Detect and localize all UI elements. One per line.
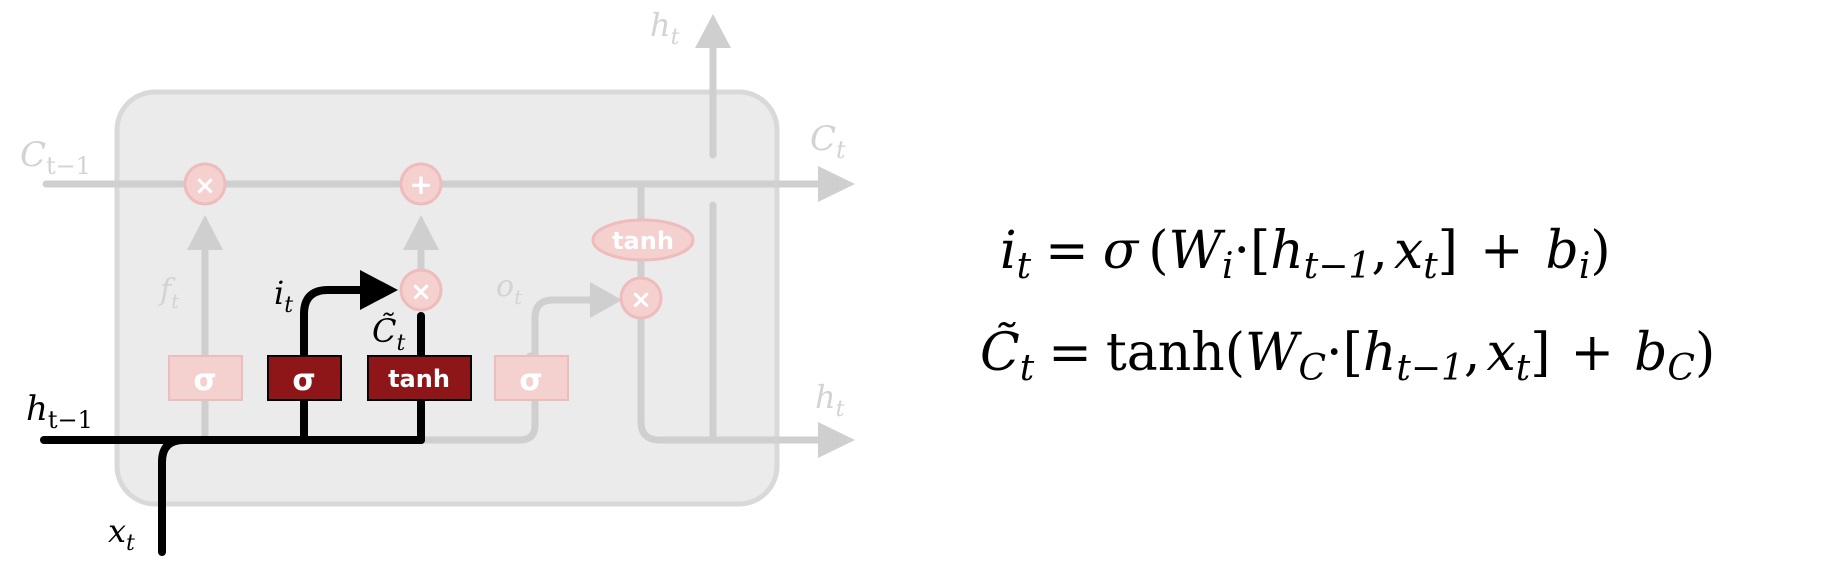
svg-text:tanh: tanh <box>612 227 674 255</box>
active-labels: ht−1 xt it C̃t <box>26 274 405 556</box>
faded-arrowheads <box>187 14 855 458</box>
cell-tanh-op: tanh <box>591 218 695 262</box>
c-tilde-label: C̃ <box>372 312 396 350</box>
candidate-gate: tanh <box>367 355 472 401</box>
svg-text:Ct−1: Ct−1 <box>20 135 91 180</box>
svg-text:σ: σ <box>292 363 315 398</box>
svg-text:ht−1: ht−1 <box>26 389 93 434</box>
svg-text:ht: ht <box>815 378 845 422</box>
output-multiply-op: × <box>619 276 663 320</box>
equation-input-gate: it=σ(Wi·[ht−1,xt]+bi) <box>1000 221 1611 287</box>
svg-text:Ct: Ct <box>810 119 846 164</box>
c-out-label: C <box>810 119 836 159</box>
h-prev-label: h <box>26 389 48 429</box>
svg-text:C̃t: C̃t <box>372 312 405 356</box>
h-right-label: h <box>815 378 836 416</box>
svg-text:+: + <box>409 168 432 201</box>
svg-text:ht: ht <box>650 6 680 50</box>
svg-text:xt: xt <box>108 512 135 556</box>
equation-candidate: C̃t=tanh(WC·[ht−1,xt]+bC) <box>980 322 1715 389</box>
svg-text:σ: σ <box>193 363 216 398</box>
svg-text:tanh: tanh <box>388 365 450 393</box>
svg-text:×: × <box>630 285 652 315</box>
input-arrowhead <box>360 270 398 310</box>
o-label: o <box>496 269 514 304</box>
x-label: x <box>108 512 126 550</box>
cell-add-op: + <box>399 162 443 206</box>
svg-text:ot: ot <box>496 269 523 309</box>
input-gate: σ <box>267 355 342 401</box>
faded-labels: Ct−1 Ct ht ht ft ot <box>20 6 846 422</box>
faded-connections <box>42 36 822 444</box>
c-prev-label: C <box>20 135 46 175</box>
h-top-label: h <box>650 6 671 44</box>
active-connections <box>40 286 425 556</box>
forget-multiply-op: × <box>183 162 227 206</box>
forget-gate: σ <box>168 355 243 401</box>
equations: it=σ(Wi·[ht−1,xt]+bi) C̃t=tanh(WC·[ht−1,… <box>980 221 1715 389</box>
svg-text:σ: σ <box>519 363 542 398</box>
output-gate: σ <box>494 355 569 401</box>
input-multiply-op: × <box>399 268 443 312</box>
svg-text:it: it <box>274 274 293 318</box>
svg-text:×: × <box>194 171 216 201</box>
i-label: i <box>274 274 284 312</box>
svg-text:×: × <box>410 277 432 307</box>
